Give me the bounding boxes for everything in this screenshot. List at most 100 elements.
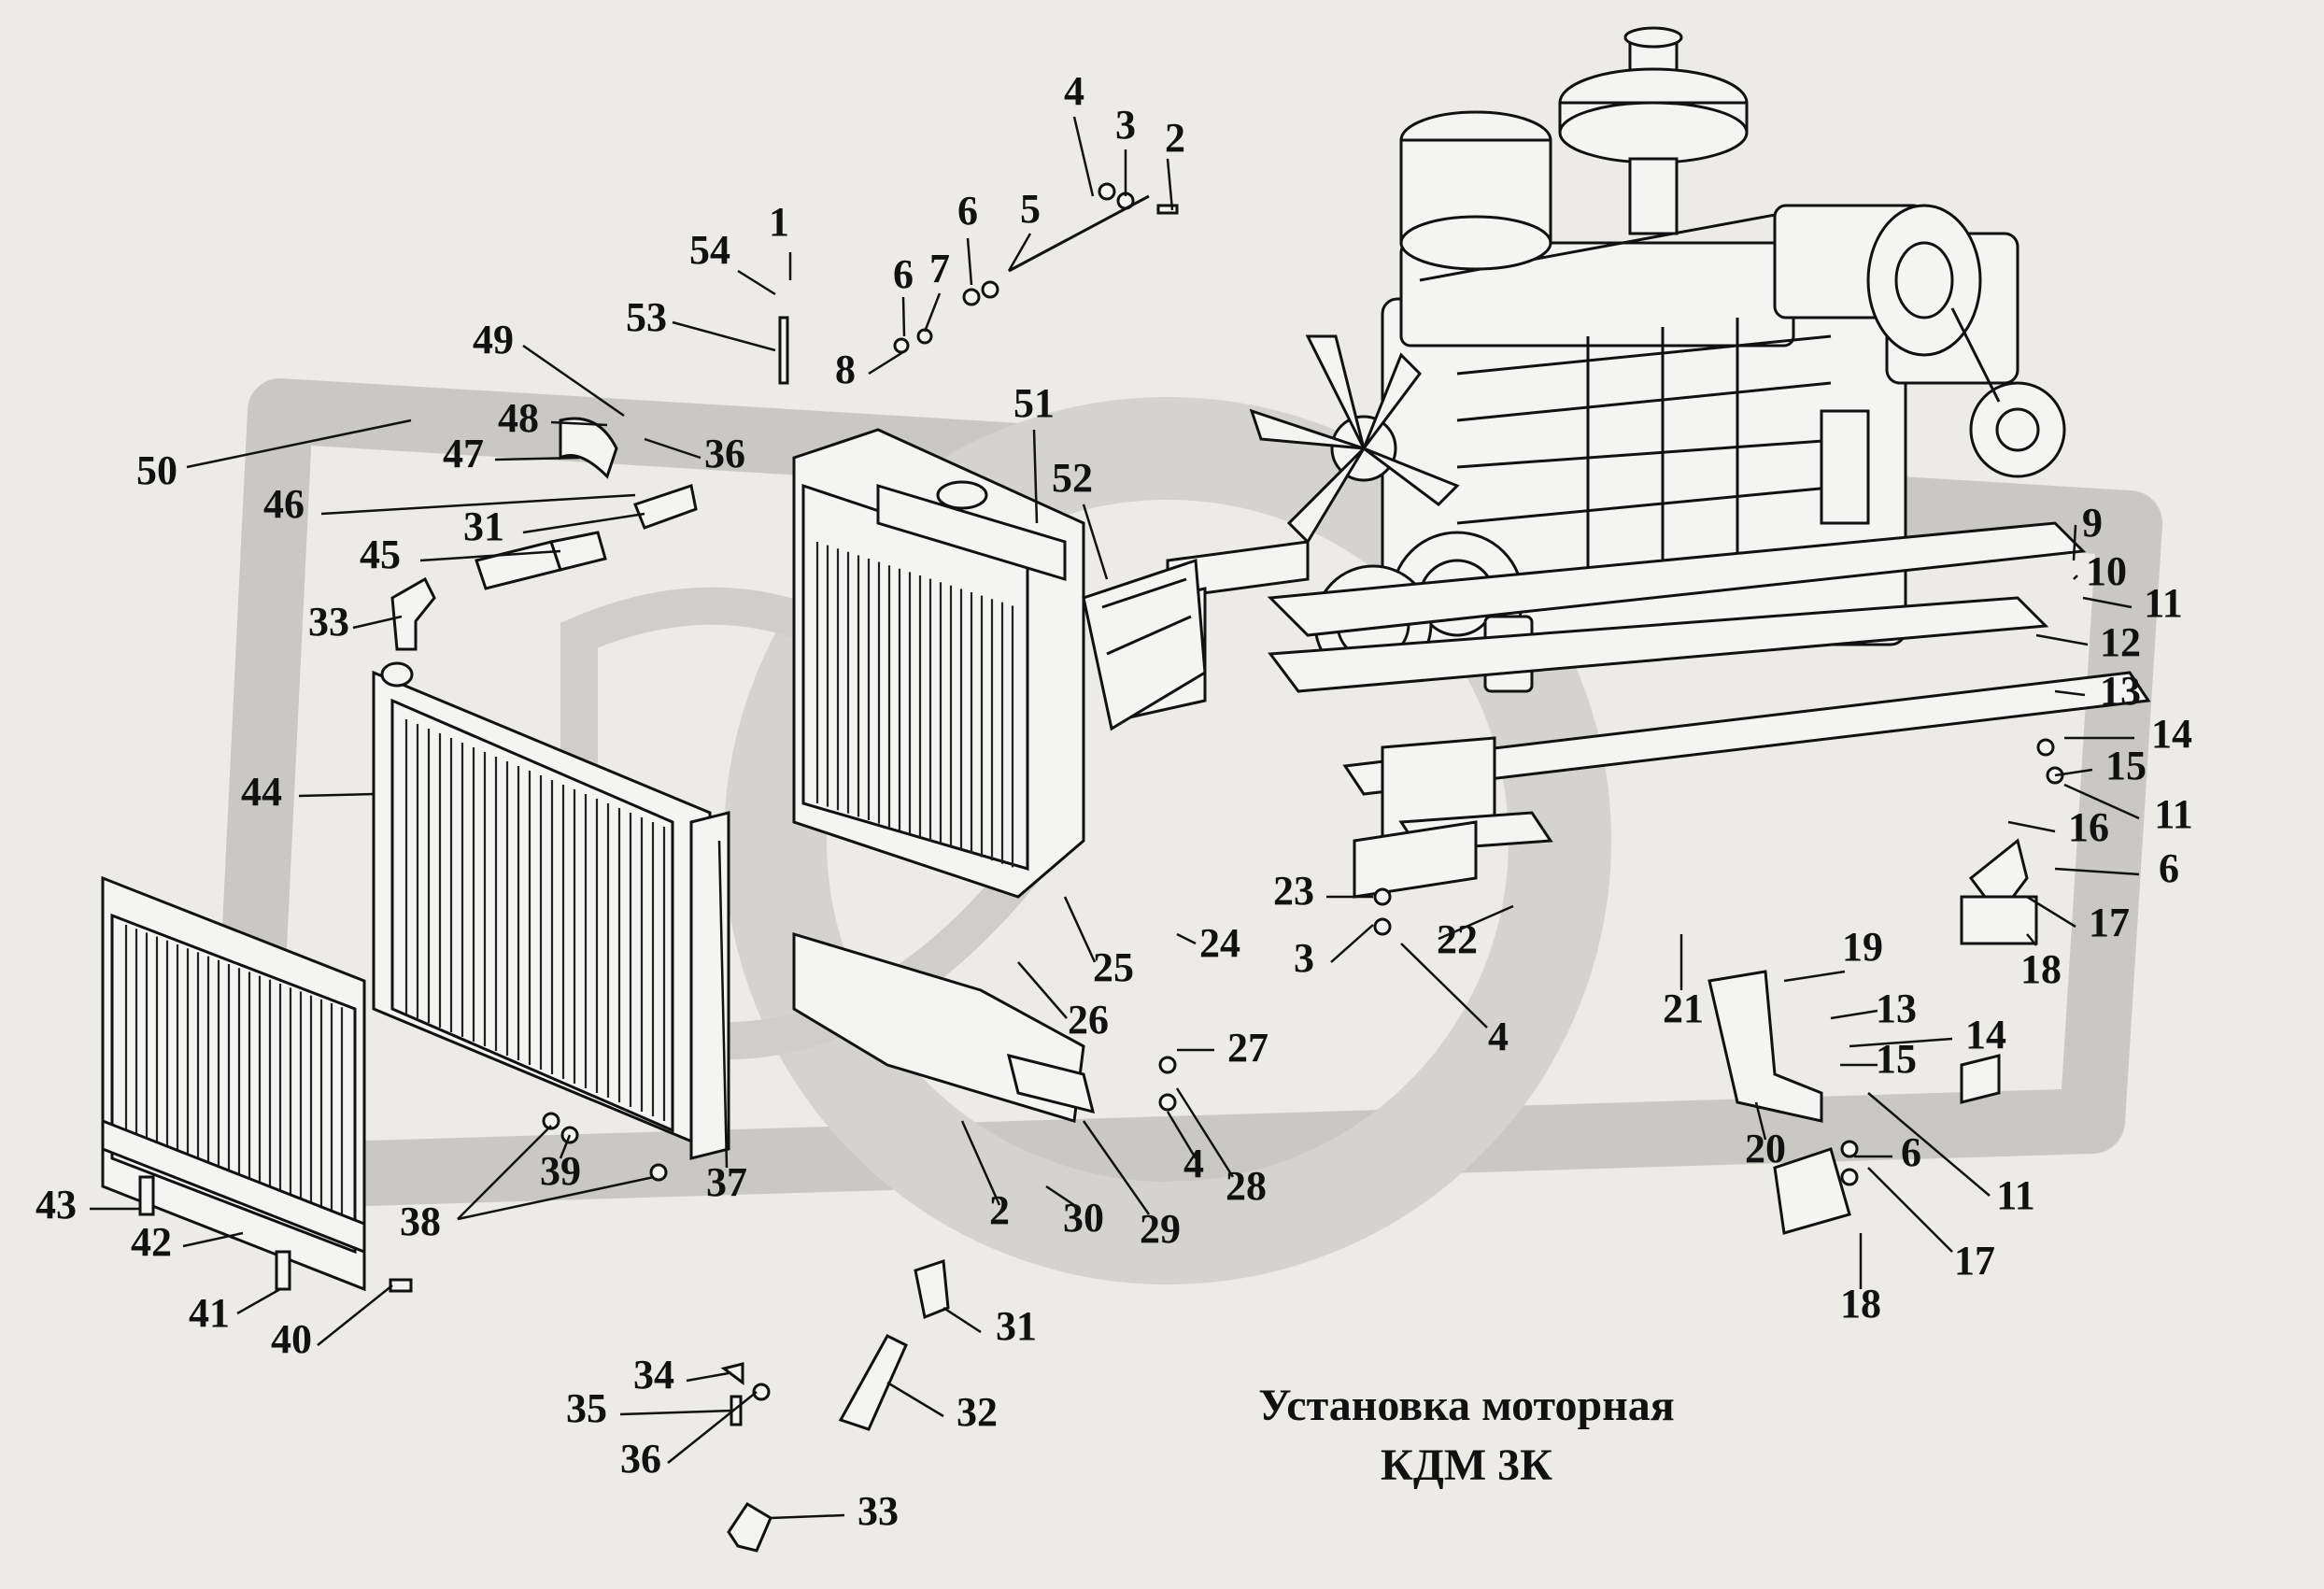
callout-18: 18	[2020, 946, 2062, 992]
leader-line	[1032, 429, 1039, 524]
leader-line	[1082, 1120, 1151, 1215]
leader-line	[667, 1391, 758, 1464]
callout-38: 38	[400, 1199, 441, 1244]
callout-14: 14	[1965, 1012, 2006, 1057]
callout-15: 15	[1876, 1036, 1917, 1082]
callout-53: 53	[626, 294, 667, 340]
callout-11: 11	[2144, 580, 2183, 626]
leader-line	[923, 292, 942, 333]
leader-line	[1082, 504, 1109, 580]
leader-line	[186, 419, 412, 469]
callout-35: 35	[566, 1385, 607, 1431]
callout-46: 46	[263, 481, 305, 527]
callout-7: 7	[929, 246, 950, 291]
leader-line	[550, 420, 608, 427]
callout-43: 43	[35, 1182, 77, 1227]
callout-5: 5	[1020, 186, 1041, 232]
front-grille	[101, 875, 366, 1292]
leader-line	[2054, 867, 2140, 876]
leader-line	[960, 1120, 1001, 1206]
callout-21: 21	[1663, 986, 1704, 1031]
leader-line	[717, 840, 729, 1169]
callout-2: 2	[1165, 115, 1185, 161]
leader-line	[1867, 1092, 1991, 1197]
leader-line	[901, 296, 906, 337]
leader-line	[457, 1175, 655, 1221]
leader-line	[2026, 895, 2076, 929]
leader-line	[942, 1306, 982, 1334]
leader-line	[494, 456, 580, 461]
leader-line	[419, 549, 561, 562]
leader-line	[886, 1381, 944, 1418]
callout-22: 22	[1437, 916, 1478, 962]
leader-line	[320, 493, 636, 516]
callout-17: 17	[2089, 900, 2130, 945]
callout-40: 40	[271, 1316, 312, 1362]
callout-6: 6	[957, 188, 978, 234]
callout-33: 33	[308, 599, 349, 645]
leader-line	[770, 1513, 845, 1520]
callout-36: 36	[704, 431, 745, 476]
leader-line	[236, 1287, 281, 1315]
leader-line	[522, 344, 625, 418]
callout-24: 24	[1199, 920, 1240, 966]
callout-30: 30	[1063, 1195, 1104, 1241]
leader-line	[1045, 1185, 1075, 1207]
leader-line	[1063, 896, 1097, 963]
callout-49: 49	[473, 317, 514, 362]
callout-4: 4	[1488, 1014, 1509, 1059]
callout-42: 42	[131, 1219, 172, 1265]
oil-cooler	[372, 661, 730, 1160]
callout-52: 52	[1052, 455, 1093, 501]
leader-line	[1400, 943, 1488, 1029]
leader-line	[1166, 158, 1174, 211]
callout-11: 11	[2154, 791, 2193, 837]
leader-line	[559, 1134, 572, 1159]
callout-3: 3	[1115, 102, 1136, 148]
leader-line	[457, 1125, 552, 1220]
leader-line	[1849, 1037, 1953, 1048]
leader-line	[1867, 1167, 1953, 1253]
callout-51: 51	[1013, 380, 1055, 426]
callout-37: 37	[706, 1159, 747, 1205]
callout-14: 14	[2151, 711, 2192, 757]
engine-frame	[1119, 521, 2151, 899]
callout-23: 23	[1273, 868, 1314, 914]
leader-line	[672, 320, 776, 352]
callout-labels: 1 2 3 4 5 6 6 7 8 54 53 49 48 36 47 50 4…	[35, 68, 2193, 1534]
callout-25: 25	[1093, 944, 1134, 990]
radiator-undertray	[792, 931, 1096, 1123]
callout-4: 4	[1183, 1141, 1204, 1186]
callout-13: 13	[1876, 986, 1917, 1031]
air-filter-left	[1399, 110, 1552, 271]
leader-line	[522, 512, 645, 534]
leader-line	[737, 269, 776, 296]
leader-line	[2007, 820, 2056, 833]
leader-line	[1754, 1101, 1767, 1141]
callout-6: 6	[2159, 845, 2179, 891]
callout-33: 33	[857, 1488, 899, 1534]
leader-line	[619, 1409, 734, 1416]
callout-9: 9	[2082, 500, 2103, 546]
callout-4: 4	[1064, 68, 1084, 114]
callout-47: 47	[443, 431, 484, 476]
leader-line	[1830, 1009, 1878, 1020]
callout-18: 18	[1840, 1281, 1881, 1327]
callout-26: 26	[1068, 997, 1109, 1043]
callout-28: 28	[1226, 1163, 1267, 1209]
leader-line	[2035, 633, 2089, 646]
leader-line	[352, 615, 403, 630]
callout-19: 19	[1842, 924, 1883, 970]
callout-48: 48	[498, 395, 539, 441]
leader-line	[2073, 575, 2078, 580]
leader-line	[317, 1284, 393, 1346]
leader-line	[182, 1231, 244, 1248]
leader-line	[1007, 233, 1032, 272]
leader-line	[868, 348, 907, 376]
main-radiator	[792, 428, 1207, 899]
engine-mounts	[1708, 838, 2038, 1235]
callout-41: 41	[189, 1290, 230, 1336]
engine-pulleys-right	[1820, 204, 2066, 525]
